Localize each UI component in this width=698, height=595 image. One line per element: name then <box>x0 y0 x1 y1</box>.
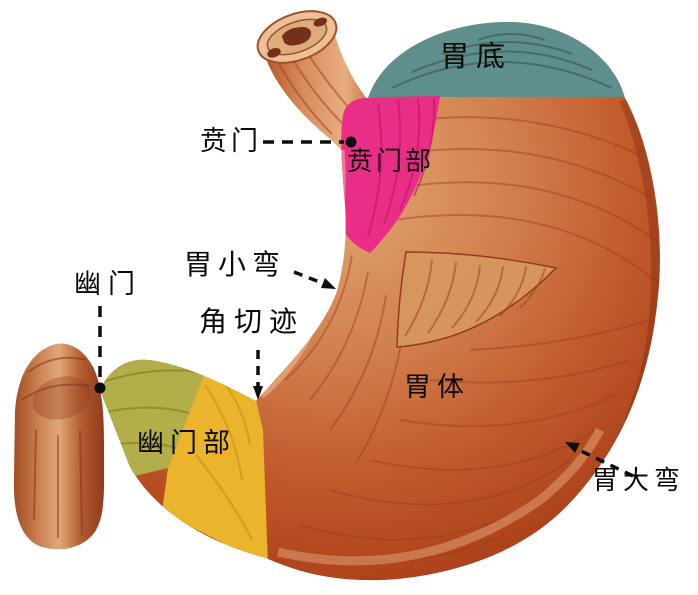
label-pylorus: 幽门 <box>74 269 142 299</box>
fundus-striations <box>391 33 613 89</box>
pyloric-antrum-region <box>162 354 268 566</box>
label-angular-incisure: 角切迹 <box>199 307 305 338</box>
label-greater-curvature: 胃大弯 <box>592 466 686 495</box>
label-lesser-curvature: 胃小弯 <box>184 250 287 281</box>
esophagus-cross-section <box>256 10 338 64</box>
cardiac-region <box>334 96 440 253</box>
label-pyloric-part: 幽门部 <box>137 428 236 458</box>
duodenum <box>13 343 105 550</box>
angular-incisure-arrowhead <box>253 386 263 400</box>
leader-lines <box>94 136 634 478</box>
label-cardiac-part: 贲门部 <box>347 147 435 176</box>
pylorus-dot <box>94 382 106 394</box>
cardiac-striations <box>367 97 436 237</box>
label-gastric-body: 胃体 <box>404 372 470 402</box>
lesser-curvature-arrow-line <box>293 270 323 285</box>
greater-curvature-arrow-line <box>578 448 634 478</box>
oblique-muscle-patch <box>396 251 558 348</box>
label-fundus: 胃底 <box>440 41 513 73</box>
label-cardia: 贲门 <box>200 126 262 156</box>
greater-curvature-arrowhead <box>565 442 580 453</box>
lesser-curvature-arrowhead <box>321 278 336 289</box>
cardia-dot <box>345 136 357 148</box>
